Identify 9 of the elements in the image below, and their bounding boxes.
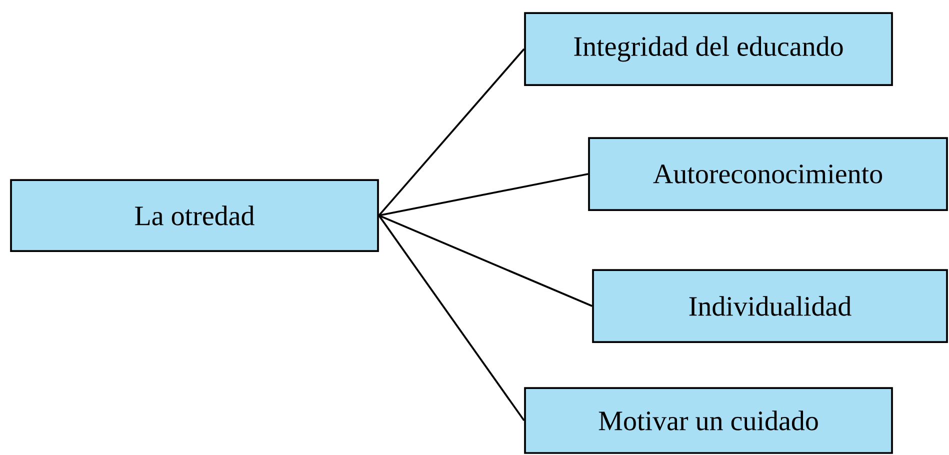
concept-box: Autoreconocimiento xyxy=(588,137,948,211)
concept-box: Motivar un cuidado xyxy=(524,387,893,454)
connector-line xyxy=(378,214,525,422)
connector-line xyxy=(378,214,592,307)
concept-box: La otredad xyxy=(10,179,379,252)
connector-line xyxy=(378,173,588,216)
concept-box: Integridad del educando xyxy=(524,12,893,86)
connector-line xyxy=(378,48,525,216)
concept-box: Individualidad xyxy=(592,269,948,343)
